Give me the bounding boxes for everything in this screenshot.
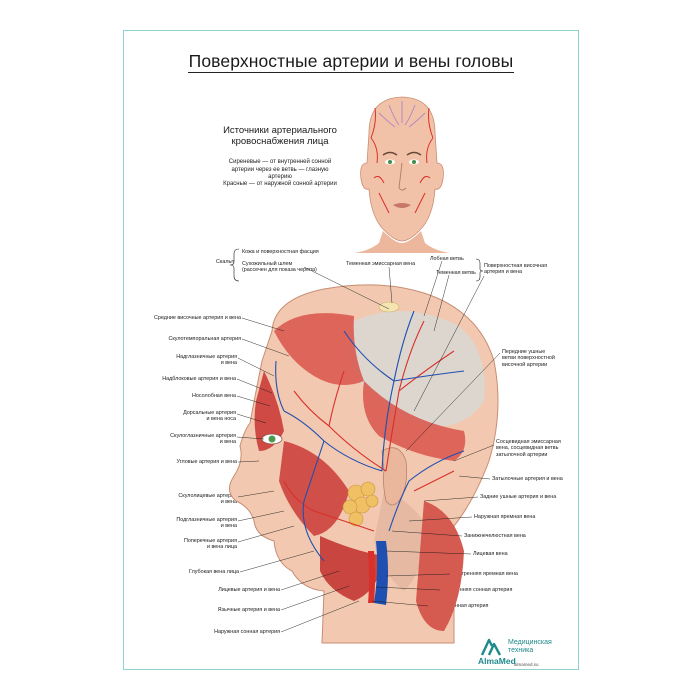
label-internal-jugular: Внутренняя яремная вена: [452, 571, 518, 577]
label-nasofrontal: Носолобная вена: [192, 393, 236, 399]
label-posterior-auricular: Задние ушные артерия и вена: [480, 494, 557, 500]
sources-lilac-note: Сиреневые — от внутренней сонной артерии…: [228, 159, 332, 180]
label-external-carotid: Наружная сонная артерия: [214, 629, 280, 635]
label-transverse-facial: Поперечные артерия и вена лица: [184, 538, 237, 551]
label-skin: Кожа и поверхностная фасция: [242, 249, 319, 255]
label-external-jugular: Наружная яремная вена: [474, 514, 536, 520]
label-middle-temporal: Средние височные артерия и вена: [153, 315, 241, 321]
poster-title: Поверхностные артерии и вены головы: [187, 51, 515, 73]
parotid-gland: [342, 481, 379, 527]
poster-frame: Поверхностные артерии и вены головы Исто…: [123, 30, 579, 670]
label-dorsal-nasal: Дорсальные артерия и вена носа: [183, 410, 236, 423]
label-infraorbital: Подглазничные артерия и вена: [176, 517, 237, 530]
label-supratrochlear: Надблоковые артерия и вена: [162, 376, 236, 382]
label-superficial-temporal: Поверхностная височная артерия и вена: [484, 263, 548, 276]
head-anatomy-illustration: [229, 248, 501, 644]
label-aponeurosis: Сухожильный шлем (рассечен для показа че…: [242, 261, 317, 274]
label-supraorbital: Надглазничные артерия и вена: [176, 354, 237, 367]
label-deep-facial: Глубокая вена лица: [188, 569, 239, 575]
brand-name: AlmaMed: [478, 656, 516, 666]
label-lingual: Язычные артерия и вена: [217, 607, 280, 613]
label-occipital: Затылочные артерия и вена: [492, 476, 563, 482]
label-parietal-emissary: Теменная эмиссарная вена: [346, 261, 416, 267]
label-zygomaticotemporal: Скулотемпоральная артерия: [168, 336, 241, 342]
label-zygomaticoorbital: Скулоглазничные артерия и вена: [170, 433, 236, 446]
label-retromandibular: Занижнечелюстная вена: [464, 533, 526, 539]
almamed-logo-icon: [480, 638, 502, 656]
label-mastoid-emissary: Сосцевидная эмиссарная вена, сосцевидная…: [496, 439, 561, 458]
label-parietal-branch: Теменная ветвь: [436, 270, 476, 276]
label-frontal-branch: Лобная ветвь: [430, 256, 464, 262]
label-angular: Угловые артерия и вена: [176, 459, 237, 465]
label-facial-vein: Лицевая вена: [473, 551, 508, 557]
label-facial-art-vein: Лицевые артерия и вена: [218, 587, 280, 593]
label-zygomaticofacial: Скулолицевые артерия и вена: [178, 493, 237, 506]
brand-tagline: Медицинская техника: [508, 639, 552, 654]
sources-heading: Источники артериального кровоснабжения л…: [223, 125, 337, 147]
label-skalp: Скальп: [216, 259, 235, 265]
sources-red-note: Красные — от наружной сонной артерии: [223, 181, 337, 187]
label-anterior-auricular: Передние ушные ветви поверхностной височ…: [502, 349, 555, 368]
brand-url: almamed.su: [514, 662, 539, 667]
face-illustration: [354, 96, 450, 253]
